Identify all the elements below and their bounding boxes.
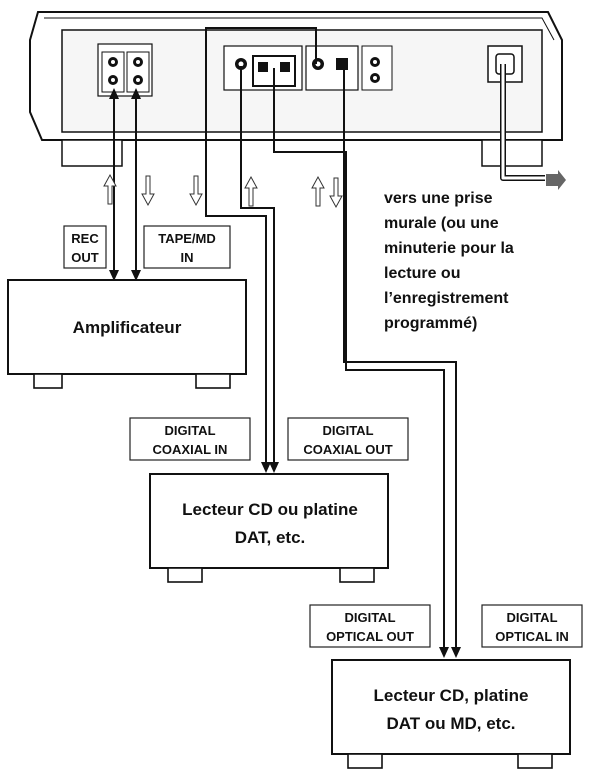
cd-dat-unit: DIGITAL COAXIAL IN DIGITAL COAXIAL OUT L… bbox=[129, 417, 409, 583]
optical-out-cable bbox=[273, 68, 445, 655]
coaxial-in-label-line2: COAXIAL IN bbox=[153, 442, 228, 457]
note-line-5: l’enregistrement bbox=[384, 290, 509, 307]
arrow-down-coaxial-icon bbox=[189, 175, 203, 207]
digital-jack-panel bbox=[223, 45, 393, 91]
arrow-up-optical-icon bbox=[311, 175, 325, 207]
coaxial-in-cable bbox=[205, 27, 317, 470]
coaxial-in-label-line1: DIGITAL bbox=[164, 423, 215, 438]
note-line-3: minuterie pour la bbox=[384, 240, 514, 257]
coaxial-out-label-line2: COAXIAL OUT bbox=[303, 442, 392, 457]
optical-in-label-line1: DIGITAL bbox=[506, 610, 557, 625]
rec-out-label-line2: OUT bbox=[71, 250, 99, 265]
arrow-down-tape-icon bbox=[141, 175, 155, 207]
arrow-down-optical-icon bbox=[329, 177, 343, 209]
cd-dat-md-box bbox=[331, 659, 571, 755]
amplifier-label: Amplificateur bbox=[73, 318, 182, 337]
power-outlet-note: vers une prise murale (ou une minuterie … bbox=[384, 190, 514, 332]
arrow-up-coaxial-icon bbox=[244, 175, 258, 207]
cables bbox=[109, 27, 461, 658]
cd-dat-md-label-line2: DAT ou MD, etc. bbox=[386, 714, 515, 733]
deck-foot-left bbox=[61, 139, 123, 167]
cd-dat-md-label-line1: Lecteur CD, platine bbox=[374, 686, 529, 705]
arrow-up-rec-icon bbox=[103, 173, 117, 205]
tape-md-in-label-line2: IN bbox=[181, 250, 194, 265]
optical-out-label-line2: OPTICAL OUT bbox=[326, 629, 414, 644]
note-line-2: murale (ou une bbox=[384, 215, 499, 232]
amplifier-unit: Amplificateur REC OUT TAPE/MD IN bbox=[7, 225, 247, 389]
power-arrow-icon bbox=[546, 170, 566, 190]
cd-dat-label-line1: Lecteur CD ou platine bbox=[182, 500, 358, 519]
optical-jack-1 bbox=[258, 62, 268, 72]
signal-arrows bbox=[103, 173, 343, 209]
optical-jack-2 bbox=[280, 62, 290, 72]
optical-in-label-line2: OPTICAL IN bbox=[495, 629, 568, 644]
rec-out-label-line1: REC bbox=[71, 231, 99, 246]
optical-in-cable bbox=[343, 70, 457, 655]
optical-jack-3 bbox=[336, 58, 348, 70]
coaxial-out-label-line1: DIGITAL bbox=[322, 423, 373, 438]
note-line-1: vers une prise bbox=[384, 190, 493, 207]
cd-dat-label-line2: DAT, etc. bbox=[235, 528, 306, 547]
note-line-6: programmé) bbox=[384, 315, 477, 332]
cd-dat-box bbox=[149, 473, 389, 569]
analog-jack-panel bbox=[97, 43, 153, 97]
amplifier-box bbox=[7, 279, 247, 375]
md-deck-rear-panel bbox=[29, 11, 563, 167]
optical-out-label-line1: DIGITAL bbox=[344, 610, 395, 625]
power-cord bbox=[500, 64, 566, 190]
note-line-4: lecture ou bbox=[384, 265, 460, 282]
cd-dat-md-unit: DIGITAL OPTICAL OUT DIGITAL OPTICAL IN L… bbox=[309, 604, 583, 769]
deck-foot-right bbox=[481, 139, 543, 167]
tape-md-in-label-line1: TAPE/MD bbox=[158, 231, 216, 246]
